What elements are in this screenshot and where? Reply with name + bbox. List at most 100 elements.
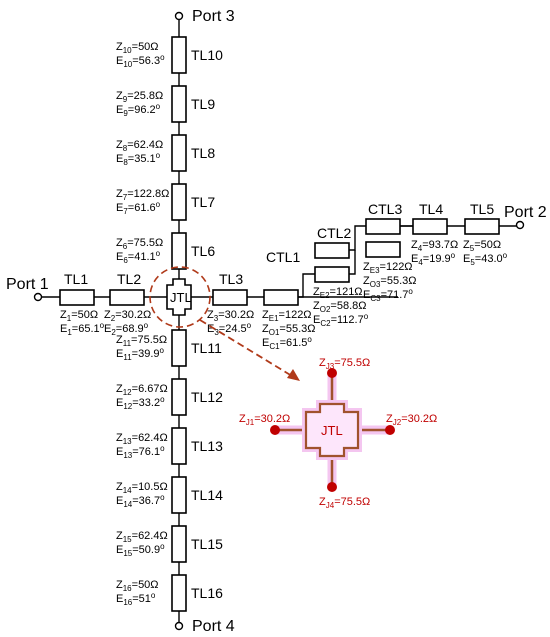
- ctl1-ctl2-link: [349, 250, 356, 275]
- ctl2-zo: ZO2=58.8Ω: [313, 300, 366, 314]
- tl11-z: Z11=75.5Ω: [116, 334, 167, 348]
- ctl2-lower-box[interactable]: [314, 242, 350, 259]
- zoom-arrow-head: [287, 369, 300, 381]
- tl9-z: Z9=25.8Ω: [116, 90, 163, 104]
- tl3-e: E3=24.5o: [207, 321, 252, 337]
- jtl-label: JTL: [170, 290, 192, 305]
- ctl2-upper-box[interactable]: [365, 218, 401, 235]
- tl1-label: TL1: [64, 271, 88, 287]
- port4-terminal[interactable]: [174, 621, 184, 631]
- zoom-arrow-line: [199, 319, 293, 377]
- zj4-label: ZJ4=75.5Ω: [319, 496, 370, 510]
- ctl1-label: CTL1: [266, 249, 300, 265]
- jtl-zoom-node-j3[interactable]: [327, 368, 337, 378]
- tl12-e: E12=33.2o: [116, 395, 165, 411]
- jtl-zoom-box[interactable]: [304, 402, 360, 458]
- jtl-highlight-circle: [149, 266, 211, 328]
- tl7-box[interactable]: [171, 183, 187, 221]
- tl9-box[interactable]: [171, 85, 187, 123]
- tl14-e: E14=36.7o: [116, 493, 165, 509]
- tl4-label: TL4: [419, 201, 443, 217]
- tl8-label: TL8: [191, 145, 215, 161]
- port2-terminal[interactable]: [515, 220, 525, 230]
- port1-label: Port 1: [6, 276, 49, 293]
- tl14-label: TL14: [191, 487, 223, 503]
- port3-label: Port 3: [192, 8, 235, 25]
- tl8-e: E8=35.1o: [116, 151, 161, 167]
- zj1-label: ZJ1=30.2Ω: [239, 413, 290, 427]
- zj3-label: ZJ3=75.5Ω: [319, 357, 370, 371]
- tl13-box[interactable]: [171, 427, 187, 465]
- tl6-e: E6=41.1o: [116, 249, 161, 265]
- tl15-z: Z15=62.4Ω: [116, 530, 168, 544]
- tl13-e: E13=76.1o: [116, 444, 165, 460]
- vertical-transmission-lines: TL10Z10=50ΩE10=56.3oTL9Z9=25.8ΩE9=96.2oT…: [116, 36, 223, 612]
- tl7-e: E7=61.6o: [116, 200, 161, 216]
- tl16-box[interactable]: [171, 574, 187, 612]
- ctl1-connector: [298, 273, 315, 298]
- tl3-label: TL3: [219, 271, 243, 287]
- tl7-label: TL7: [191, 194, 215, 210]
- tl5-z: Z5=50Ω: [463, 239, 501, 253]
- ctl2-connector: [349, 225, 366, 251]
- ctl2-ze: ZE2=121Ω: [313, 286, 363, 300]
- port1-terminal[interactable]: [33, 292, 43, 302]
- tl8-z: Z8=62.4Ω: [116, 139, 163, 153]
- ctl1-lower-box[interactable]: [263, 289, 299, 306]
- tl12-box[interactable]: [171, 378, 187, 416]
- tl13-label: TL13: [191, 438, 223, 454]
- tl4-z: Z4=93.7Ω: [411, 239, 458, 253]
- tl2-label: TL2: [117, 271, 141, 287]
- jtl-junction[interactable]: [166, 278, 192, 316]
- tl15-box[interactable]: [171, 525, 187, 563]
- tl1-e: E1=65.1o: [60, 321, 105, 337]
- tl3-box[interactable]: [212, 289, 248, 306]
- zj2-label: ZJ2=30.2Ω: [386, 413, 437, 427]
- tl14-box[interactable]: [171, 476, 187, 514]
- ctl1-e: EC1=61.5o: [262, 335, 312, 351]
- ctl3-lower-box[interactable]: [365, 241, 401, 258]
- tl1-box[interactable]: [59, 289, 95, 306]
- tl2-z: Z2=30.2Ω: [104, 309, 151, 323]
- port3-terminal[interactable]: [174, 11, 184, 21]
- jtl-zoom-detail: JTL ZJ1=30.2Ω ZJ2=30.2Ω ZJ3=75.5Ω ZJ4=75…: [239, 357, 437, 510]
- tl16-z: Z16=50Ω: [116, 579, 159, 593]
- tl4-e: E4=19.9o: [411, 251, 456, 267]
- tl16-e: E16=51o: [116, 591, 156, 607]
- tl13-z: Z13=62.4Ω: [116, 432, 168, 446]
- tl4-box[interactable]: [412, 218, 448, 235]
- tl6-z: Z6=75.5Ω: [116, 237, 163, 251]
- port4-label: Port 4: [192, 618, 235, 635]
- tl7-z: Z7=122.8Ω: [116, 188, 169, 202]
- jtl-zoom-label: JTL: [321, 423, 343, 438]
- jtl-zoom-node-j4[interactable]: [327, 482, 337, 492]
- jtl-zoom-node-j2[interactable]: [385, 425, 395, 435]
- tl5-label: TL5: [470, 201, 494, 217]
- tl9-label: TL9: [191, 96, 215, 112]
- tl10-box[interactable]: [171, 36, 187, 74]
- tl6-label: TL6: [191, 243, 215, 259]
- tl12-z: Z12=6.67Ω: [116, 383, 168, 397]
- tl11-e: E11=39.9o: [116, 346, 165, 362]
- tl10-e: E10=56.3o: [116, 53, 165, 69]
- tl10-label: TL10: [191, 47, 223, 63]
- tl12-label: TL12: [191, 389, 223, 405]
- tl6-box[interactable]: [171, 232, 187, 270]
- ctl2-e: EC2=112.7o: [313, 312, 369, 328]
- tl3-z: Z3=30.2Ω: [207, 309, 254, 323]
- tl1-z: Z1=50Ω: [60, 309, 98, 323]
- tl14-z: Z14=10.5Ω: [116, 481, 168, 495]
- ctl1-upper-box[interactable]: [314, 266, 350, 283]
- tl11-box[interactable]: [171, 329, 187, 367]
- ctl3-label: CTL3: [368, 201, 402, 217]
- ctl3-ze: ZE3=122Ω: [363, 261, 413, 275]
- tl2-e: E2=68.9o: [104, 321, 149, 337]
- tl10-z: Z10=50Ω: [116, 41, 159, 55]
- jtl-zoom-node-j1[interactable]: [270, 425, 280, 435]
- tl15-label: TL15: [191, 536, 223, 552]
- tl2-box[interactable]: [109, 289, 145, 306]
- tl8-box[interactable]: [171, 134, 187, 172]
- tl5-box[interactable]: [464, 218, 500, 235]
- tl16-label: TL16: [191, 585, 223, 601]
